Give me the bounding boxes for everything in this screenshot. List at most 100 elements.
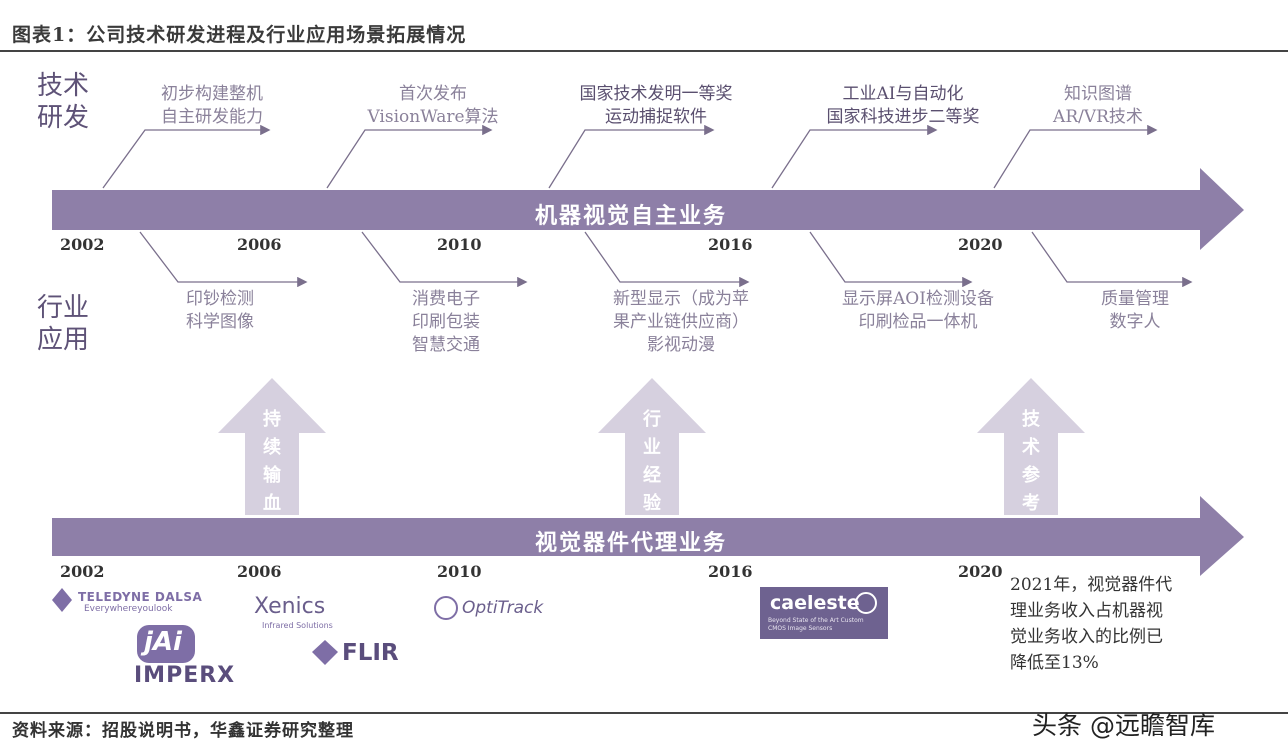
note-text: 2021年，视觉器件代 理业务收入占机器视 觉业务收入的比例已 降低至13% bbox=[1010, 572, 1240, 676]
annotation-line: 显示屏AOI检测设备 bbox=[842, 289, 994, 309]
annotation-line: 影视动漫 bbox=[647, 335, 715, 355]
up-arrow-label: 持 续 输 血 bbox=[260, 406, 284, 518]
note-line: 降低至13% bbox=[1010, 653, 1099, 673]
caeleste-logo-tagline: Beyond State of the Art Custom CMOS Imag… bbox=[768, 617, 864, 632]
flir-logo: FLIR bbox=[342, 640, 399, 666]
source-rule bbox=[0, 712, 1288, 714]
industry-annotation: 印钞检测 科学图像 bbox=[110, 288, 330, 334]
year-label: 2006 bbox=[237, 562, 282, 581]
connector-ind-2 bbox=[361, 231, 528, 288]
connector-ind-1 bbox=[139, 231, 308, 288]
watermark: 头条 @远瞻智库 bbox=[1032, 711, 1215, 740]
up-arrow-char: 输 bbox=[263, 465, 281, 486]
year-label: 2002 bbox=[60, 235, 105, 254]
xenics-logo-tagline: Infrared Solutions bbox=[262, 621, 333, 630]
connector-tech-2 bbox=[326, 124, 493, 189]
annotation-line: 印钞检测 bbox=[186, 289, 254, 309]
annotation-line: 果产业链供应商） bbox=[613, 312, 749, 332]
annotation-line: 运动捕捉软件 bbox=[605, 107, 707, 127]
year-label: 2010 bbox=[437, 562, 482, 581]
up-arrow-char: 考 bbox=[1022, 493, 1040, 514]
connector-ind-5 bbox=[1031, 231, 1193, 288]
band-top-arrow bbox=[52, 168, 1244, 250]
up-arrow-char: 续 bbox=[263, 437, 281, 458]
annotation-line: 印刷包装 bbox=[412, 312, 480, 332]
imperx-logo: IMPERX bbox=[134, 663, 236, 688]
annotation-line: 工业AI与自动化 bbox=[842, 84, 964, 104]
industry-annotation: 质量管理 数字人 bbox=[1025, 288, 1245, 334]
title-rule bbox=[0, 50, 1288, 52]
annotation-line: VisionWare算法 bbox=[367, 107, 499, 127]
tech-annotation: 初步构建整机 自主研发能力 bbox=[102, 83, 322, 129]
up-arrow-label: 技 术 参 考 bbox=[1019, 406, 1043, 518]
tech-annotation: 首次发布 VisionWare算法 bbox=[323, 83, 543, 129]
up-arrow-label: 行 业 经 验 bbox=[640, 406, 664, 518]
note-line: 觉业务收入的比例已 bbox=[1010, 627, 1163, 647]
annotation-line: 消费电子 bbox=[412, 289, 480, 309]
annotation-line: 国家科技进步二等奖 bbox=[826, 107, 980, 127]
up-arrow-2 bbox=[598, 378, 706, 515]
annotation-line: 知识图谱 bbox=[1064, 84, 1132, 104]
connector-tech-3 bbox=[548, 124, 715, 189]
annotation-line: 智慧交通 bbox=[412, 335, 480, 355]
row-label-industry-line: 应用 bbox=[36, 325, 89, 355]
annotation-line: 初步构建整机 bbox=[161, 84, 263, 104]
industry-annotation: 消费电子 印刷包装 智慧交通 bbox=[336, 288, 556, 357]
xenics-logo: Xenics bbox=[254, 594, 326, 619]
figure-title: 图表1：公司技术研发进程及行业应用场景拓展情况 bbox=[12, 24, 467, 46]
caeleste-logo: caeleste bbox=[770, 592, 860, 614]
annotation-line: 质量管理 bbox=[1101, 289, 1169, 309]
optitrack-logo-mark bbox=[434, 596, 458, 620]
connector-tech-5 bbox=[993, 124, 1158, 189]
band-bottom-label: 视觉器件代理业务 bbox=[535, 530, 728, 556]
note-line: 理业务收入占机器视 bbox=[1010, 601, 1163, 621]
up-arrow-char: 参 bbox=[1022, 465, 1040, 486]
source-text: 资料来源：招股说明书，华鑫证券研究整理 bbox=[12, 721, 354, 741]
connector-ind-3 bbox=[584, 231, 750, 288]
jai-logo: jAi bbox=[144, 627, 182, 657]
jai-logo-box bbox=[137, 625, 195, 663]
annotation-line: 自主研发能力 bbox=[161, 107, 263, 127]
up-arrow-char: 经 bbox=[643, 465, 661, 486]
annotation-line: 印刷检品一体机 bbox=[858, 312, 978, 332]
tech-annotation: 国家技术发明一等奖 运动捕捉软件 bbox=[546, 83, 766, 129]
up-arrow-char: 技 bbox=[1022, 409, 1040, 430]
annotation-line: 国家技术发明一等奖 bbox=[579, 84, 733, 104]
optitrack-logo: OptiTrack bbox=[462, 598, 544, 618]
row-label-industry: 行业 应用 bbox=[33, 292, 93, 356]
year-label: 2002 bbox=[60, 562, 105, 581]
connector-tech-4 bbox=[771, 124, 938, 189]
band-bottom-arrow bbox=[52, 496, 1244, 576]
up-arrow-char: 业 bbox=[643, 437, 661, 458]
industry-annotation: 显示屏AOI检测设备 印刷检品一体机 bbox=[808, 288, 1028, 334]
year-label: 2016 bbox=[708, 235, 753, 254]
teledyne-logo-tagline: Everywhereyoulook bbox=[84, 604, 173, 614]
year-label: 2016 bbox=[708, 562, 753, 581]
flir-logo-mark bbox=[312, 640, 338, 665]
teledyne-logo-mark bbox=[52, 588, 72, 612]
annotation-line: 科学图像 bbox=[186, 312, 254, 332]
caeleste-logo-moon bbox=[855, 592, 877, 614]
annotation-line: 数字人 bbox=[1109, 312, 1161, 332]
row-label-industry-line: 行业 bbox=[36, 293, 89, 323]
up-arrow-char: 行 bbox=[643, 409, 661, 430]
year-label: 2020 bbox=[958, 235, 1003, 254]
up-arrow-char: 持 bbox=[263, 409, 281, 430]
tech-annotation: 工业AI与自动化 国家科技进步二等奖 bbox=[793, 83, 1013, 129]
up-arrow-char: 术 bbox=[1022, 437, 1040, 458]
connector-tech-1 bbox=[102, 124, 271, 189]
up-arrow-char: 血 bbox=[263, 493, 281, 514]
up-arrow-1 bbox=[218, 378, 326, 515]
note-line: 2021年，视觉器件代 bbox=[1010, 575, 1173, 595]
row-label-tech-line: 研发 bbox=[36, 103, 89, 133]
connector-ind-4 bbox=[809, 231, 973, 288]
annotation-line: 首次发布 bbox=[399, 84, 467, 104]
teledyne-logo: TELEDYNE DALSA bbox=[78, 590, 203, 604]
row-label-tech-line: 技术 bbox=[36, 71, 89, 101]
row-label-tech: 技术 研发 bbox=[33, 70, 93, 134]
annotation-line: AR/VR技术 bbox=[1053, 107, 1143, 127]
year-label: 2010 bbox=[437, 235, 482, 254]
band-top-label: 机器视觉自主业务 bbox=[535, 203, 728, 229]
annotation-line: 新型显示（成为苹 bbox=[613, 289, 749, 309]
